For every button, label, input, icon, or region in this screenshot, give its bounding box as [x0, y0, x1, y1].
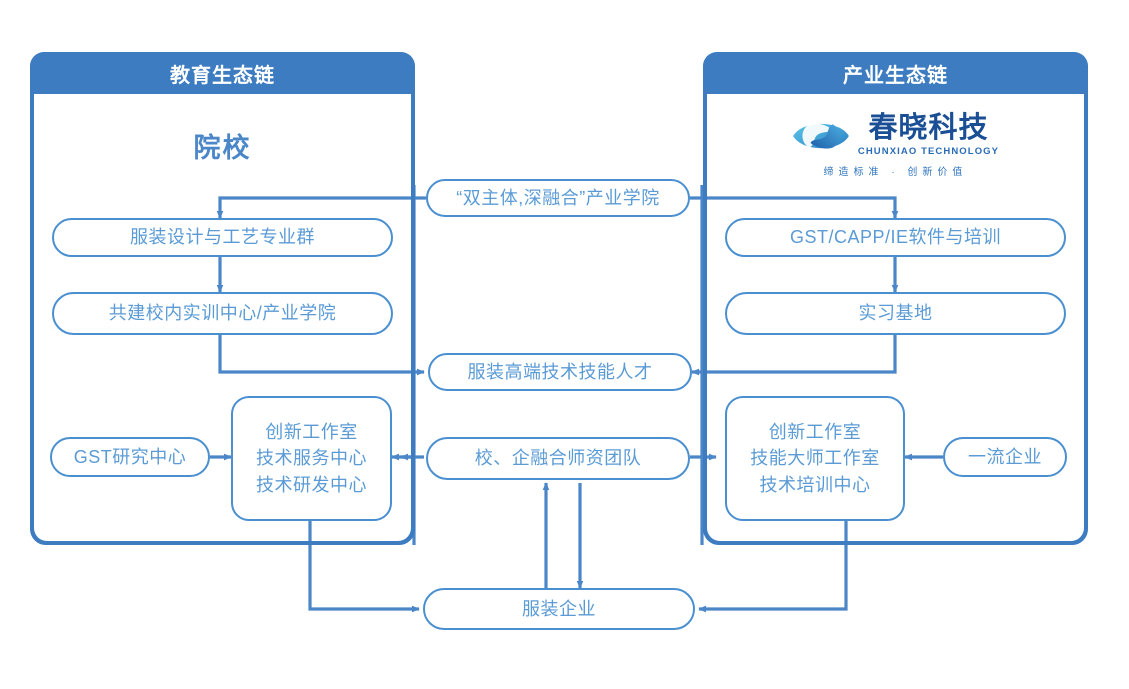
node-left-studio-block[interactable]: 创新工作室 技术服务中心 技术研发中心 [231, 396, 392, 521]
node-apparel-enterprise-label: 服装企业 [522, 598, 596, 619]
node-gst-research-center[interactable]: GST研究中心 [50, 437, 210, 477]
panel-education-header: 教育生态链 [30, 52, 415, 94]
node-training-center-label: 共建校内实训中心/产业学院 [108, 303, 337, 324]
node-left-studio-line-3: 技术研发中心 [256, 474, 367, 495]
node-internship-base[interactable]: 实习基地 [725, 292, 1066, 335]
node-talent[interactable]: 服装高端技术技能人才 [428, 353, 692, 391]
section-title-schools-label: 院校 [193, 133, 252, 163]
chunxiao-logo-name-cn: 春晓科技 [868, 112, 989, 144]
panel-industry-body [705, 94, 1086, 543]
chunxiao-eye-wave-logo-icon [793, 122, 849, 149]
node-gst-research-center-label: GST研究中心 [73, 446, 187, 467]
panel-industry-header: 产业生态链 [703, 52, 1088, 94]
node-major-group-label: 服装设计与工艺专业群 [130, 227, 315, 248]
node-right-studio-line-1: 创新工作室 [768, 422, 862, 443]
panel-education-body [32, 94, 413, 543]
panel-education-ecosystem: 教育生态链 [30, 52, 415, 545]
node-right-studio-line-2: 技能大师工作室 [750, 448, 880, 469]
node-software-training-label: GST/CAPP/IE软件与培训 [789, 227, 1002, 248]
node-top-enterprise[interactable]: 一流企业 [943, 437, 1067, 477]
node-top-enterprise-label: 一流企业 [968, 446, 1042, 467]
node-right-studio-line-3: 技术培训中心 [759, 474, 871, 495]
node-industry-college-label: “双主体,深融合”产业学院 [456, 187, 660, 208]
node-right-studio-block[interactable]: 创新工作室 技能大师工作室 技术培训中心 [725, 396, 905, 521]
node-left-studio-line-2: 技术服务中心 [256, 448, 367, 469]
node-left-studio-line-1: 创新工作室 [265, 422, 358, 443]
node-software-training[interactable]: GST/CAPP/IE软件与培训 [725, 218, 1066, 257]
node-training-center[interactable]: 共建校内实训中心/产业学院 [52, 292, 393, 335]
node-faculty-team[interactable]: 校、企融合师资团队 [426, 437, 690, 480]
node-faculty-team-label: 校、企融合师资团队 [474, 448, 642, 469]
panel-education-header-label: 教育生态链 [170, 64, 275, 87]
panel-industry-ecosystem: 产业生态链 [703, 52, 1088, 545]
node-major-group[interactable]: 服装设计与工艺专业群 [52, 218, 393, 257]
chunxiao-logo-name-en: CHUNXIAO TECHNOLOGY [857, 146, 1000, 157]
chunxiao-logo-tagline: 缔造标准 · 创新价值 [823, 167, 968, 178]
node-internship-base-label: 实习基地 [858, 303, 933, 324]
node-industry-college[interactable]: “双主体,深融合”产业学院 [426, 179, 690, 217]
node-talent-label: 服装高端技术技能人才 [467, 361, 653, 382]
node-apparel-enterprise[interactable]: 服装企业 [423, 588, 695, 630]
panel-industry-header-label: 产业生态链 [843, 64, 948, 87]
chunxiao-logo: 春晓科技 CHUNXIAO TECHNOLOGY 缔造标准 · 创新价值 [703, 114, 1088, 178]
section-title-schools: 院校 [30, 126, 415, 165]
